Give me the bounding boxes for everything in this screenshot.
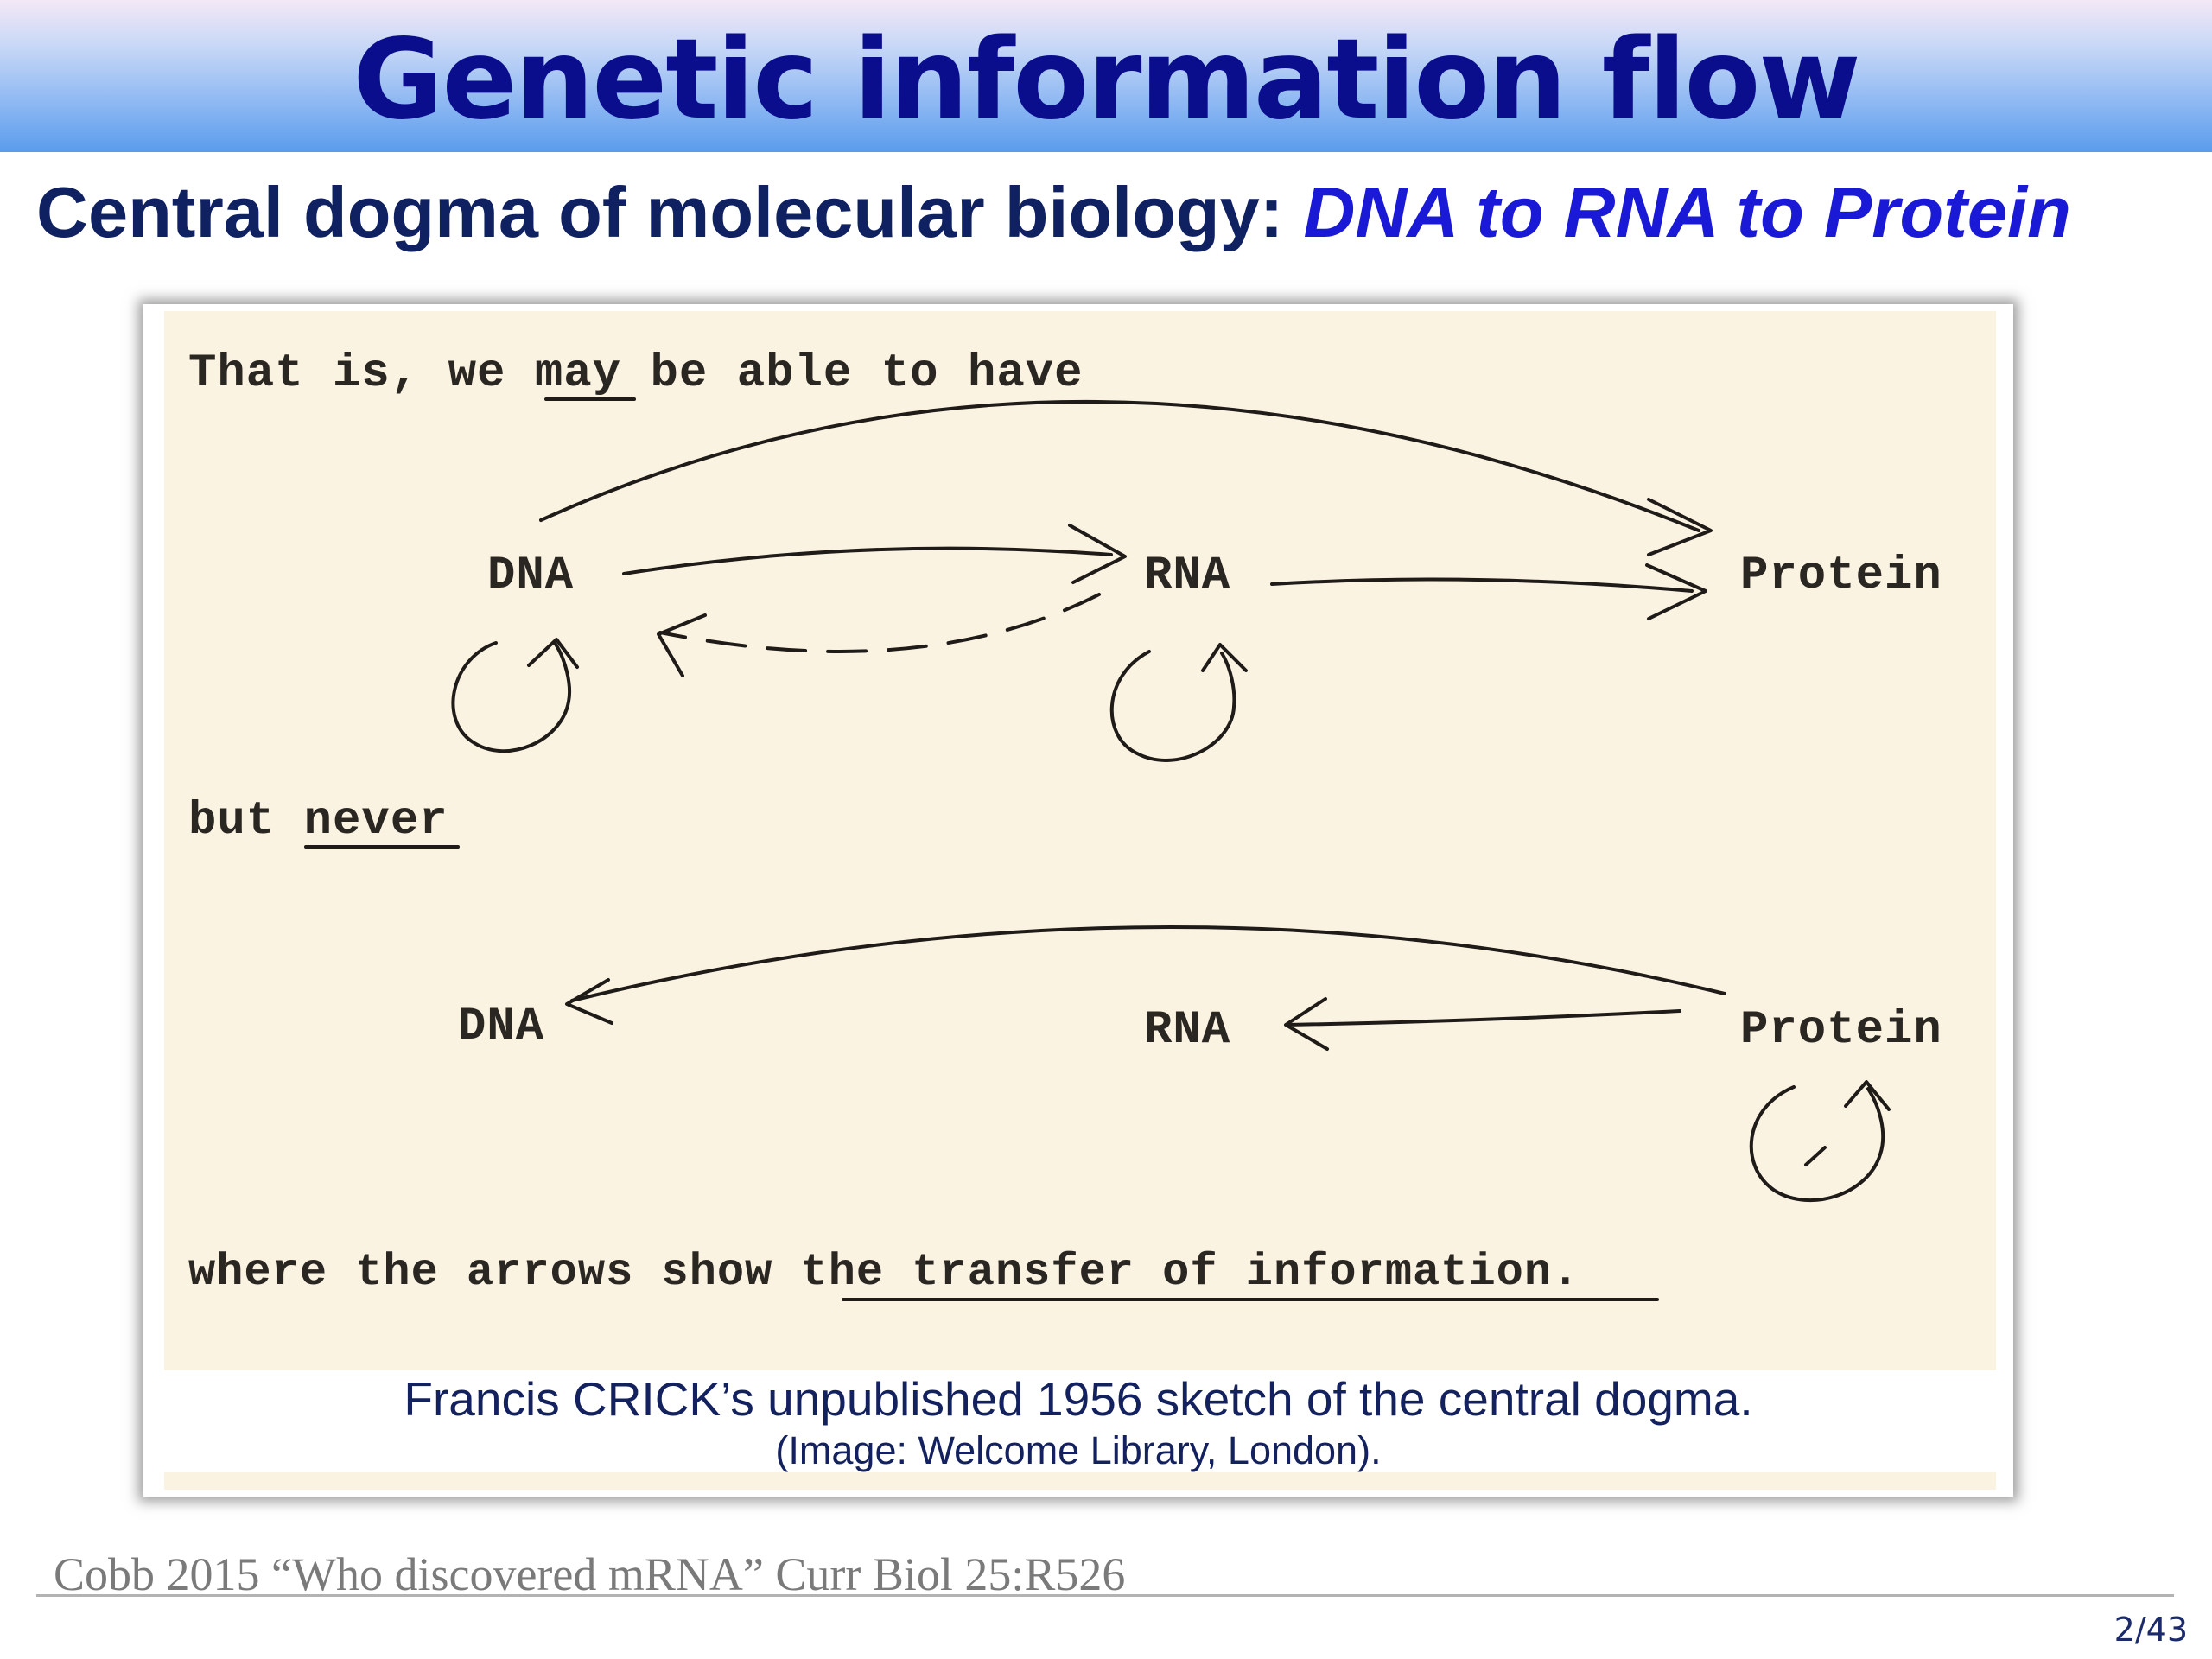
arrow-dna-to-rna bbox=[622, 546, 1113, 575]
loop-protein-replication bbox=[1749, 1085, 1885, 1203]
loop-rna-replication bbox=[1109, 650, 1236, 762]
top-protein-label: Protein bbox=[1740, 550, 1942, 602]
arrowhead-protein-to-dna bbox=[565, 978, 613, 1025]
arrowhead-dna-to-protein bbox=[1647, 498, 1713, 556]
page-number: 2/43 bbox=[2113, 1611, 2188, 1649]
sketch-line-2-underlined: never bbox=[304, 795, 448, 848]
sketch-line-3: where the arrows show the transfer of in… bbox=[188, 1247, 1580, 1298]
arrowhead-protein-to-rna bbox=[1284, 997, 1329, 1051]
sketch-line-1: That is, we may be able to have bbox=[188, 347, 1084, 400]
loop-protein-arrowhead bbox=[1844, 1080, 1891, 1111]
sketch-line-1-pre: That is, we bbox=[188, 347, 535, 400]
loop-protein-mark bbox=[1804, 1146, 1827, 1166]
loop-dna-arrowhead bbox=[527, 638, 579, 669]
crick-sketch-figure: That is, we may be able to have DNA RNA … bbox=[143, 304, 2013, 1497]
subtitle-highlight: DNA to RNA to Protein bbox=[1303, 172, 2071, 252]
arrow-rna-to-dna-dashed bbox=[658, 593, 1101, 653]
top-rna-label: RNA bbox=[1144, 550, 1230, 602]
sketch-line-3-pre: where the arrows show bbox=[188, 1247, 801, 1298]
arrow-protein-to-dna bbox=[570, 925, 1726, 1002]
figure-caption: Francis CRICK’s unpublished 1956 sketch … bbox=[404, 1372, 1753, 1426]
citation: Cobb 2015 “Who discovered mRNA” Curr Bio… bbox=[54, 1548, 1126, 1600]
bottom-protein-label: Protein bbox=[1740, 1004, 1942, 1057]
central-dogma-sketch: That is, we may be able to have DNA RNA … bbox=[188, 347, 1942, 1301]
slide-title: Genetic information flow bbox=[353, 16, 1860, 144]
arrowhead-dna-to-rna bbox=[1068, 524, 1127, 584]
footer-rule bbox=[36, 1594, 2174, 1597]
title-bar bbox=[0, 0, 2212, 152]
sketch-line-2-pre: but bbox=[188, 795, 304, 848]
arrowhead-rna-to-protein bbox=[1645, 563, 1707, 620]
sketch-line-1-post: be able to have bbox=[621, 347, 1083, 400]
sketch-line-1-underlined: may bbox=[535, 347, 621, 400]
arrow-dna-to-protein bbox=[539, 400, 1700, 532]
bottom-dna-label: DNA bbox=[458, 1001, 544, 1053]
arrow-protein-to-rna bbox=[1286, 1009, 1681, 1027]
figure-credit: (Image: Welcome Library, London). bbox=[775, 1428, 1382, 1472]
arrow-rna-to-protein bbox=[1270, 577, 1694, 593]
sketch-line-3-post: . bbox=[1552, 1247, 1580, 1298]
bottom-rna-label: RNA bbox=[1144, 1004, 1230, 1057]
loop-dna-replication bbox=[451, 641, 571, 753]
typewritten-page bbox=[164, 311, 1996, 1370]
typewritten-page-edge bbox=[164, 1472, 1996, 1490]
sketch-line-2: but never bbox=[188, 795, 448, 848]
top-dna-label: DNA bbox=[487, 550, 574, 602]
sketch-line-3-underlined: the transfer of information bbox=[801, 1247, 1553, 1298]
loop-rna-arrowhead bbox=[1201, 643, 1248, 672]
slide-subtitle: Central dogma of molecular biology: DNA … bbox=[36, 169, 2071, 256]
arrowhead-rna-to-dna bbox=[657, 613, 707, 677]
subtitle-lead: Central dogma of molecular biology: bbox=[36, 172, 1304, 252]
